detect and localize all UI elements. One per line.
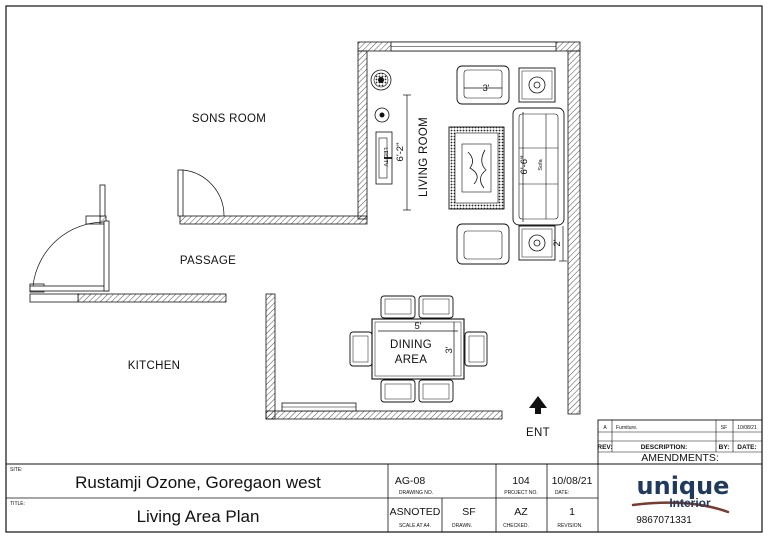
title-value: Living Area Plan — [137, 507, 260, 526]
tv-unit-dimension: 6'-2" — [395, 143, 406, 162]
drawing-no-label: DRAWING NO. — [399, 490, 433, 496]
logo-subtitle: Interior — [669, 496, 711, 510]
amendments-col-by: BY: — [719, 444, 730, 451]
date-value: 10/08/21 — [552, 475, 593, 487]
drawn-value: SF — [462, 506, 475, 518]
amendments-heading: AMENDMENTS: — [641, 452, 719, 464]
sofa-length-dimension: 6'-6" — [519, 156, 530, 175]
amendment-date: 10/08/21 — [737, 425, 757, 431]
doors — [29, 169, 225, 292]
site-value: Rustamji Ozone, Goregaon west — [75, 473, 321, 492]
checked-value: AZ — [514, 506, 528, 518]
amendment-by: SF — [721, 425, 727, 431]
passage-label: PASSAGE — [180, 255, 236, 267]
amendments-col-date: DATE: — [737, 444, 756, 451]
entrance-arrow-icon — [529, 396, 547, 414]
chair-width-dimension: 3' — [482, 83, 489, 94]
drawn-label: DRAWN. — [452, 523, 472, 529]
title-label: TITLE: — [10, 501, 25, 507]
amendments-col-description: DESCRIPTION: — [641, 444, 688, 451]
title-block — [5, 463, 763, 533]
company-logo: unique Interior 9867071331 — [631, 472, 730, 526]
side-table-bottom — [518, 225, 556, 261]
amendments-table — [597, 419, 763, 465]
table-length-dimension: 5' — [414, 321, 421, 332]
walls — [29, 41, 581, 420]
amendment-description: Furniture. — [616, 425, 637, 431]
site-label: SITE: — [10, 467, 23, 473]
date-label: DATE: — [555, 490, 569, 496]
scale-label: SCALE AT A4. — [399, 523, 431, 529]
sofa — [512, 107, 565, 226]
sofa-label: Sofa — [538, 158, 544, 170]
kitchen-label: KITCHEN — [128, 360, 181, 372]
table-width-dimension: 3' — [444, 346, 455, 353]
dining-table — [371, 318, 465, 380]
armchair-bottom — [456, 223, 510, 265]
project-no-label: PROJECT NO. — [504, 490, 538, 496]
revision-value: 1 — [569, 506, 575, 518]
side-table-top — [518, 67, 556, 103]
logo-swoosh-icon — [631, 501, 730, 514]
entrance-label: ENT — [526, 427, 550, 439]
drawing-no-value: AG-08 — [395, 475, 426, 487]
tv-label: LED TV — [382, 147, 388, 166]
coffee-table — [448, 126, 505, 210]
amendment-rev: A — [603, 425, 607, 431]
revision-label: REVISION. — [557, 523, 582, 529]
armchair-top — [456, 65, 510, 105]
checked-label: CHECKED. — [503, 523, 529, 529]
dining-label-line1: DINING — [390, 339, 432, 351]
living-room-furniture: LED TV 6'-2" LIVING ROOM 3' — [370, 65, 567, 265]
dining-set — [349, 295, 488, 403]
living-room-label: LIVING ROOM — [418, 117, 430, 197]
amendments-col-rev: REV: — [597, 444, 612, 451]
plant-icon — [370, 69, 392, 91]
sons-room-label: SONS ROOM — [192, 113, 266, 125]
dining-label-line2: AREA — [395, 354, 428, 366]
side-gap-dimension: 2' — [552, 239, 563, 246]
logo-phone: 9867071331 — [636, 515, 692, 526]
logo-word: unique — [637, 472, 730, 500]
lamp-icon — [374, 107, 390, 123]
scale-value: ASNOTED — [390, 506, 441, 518]
project-no-value: 104 — [512, 475, 530, 487]
